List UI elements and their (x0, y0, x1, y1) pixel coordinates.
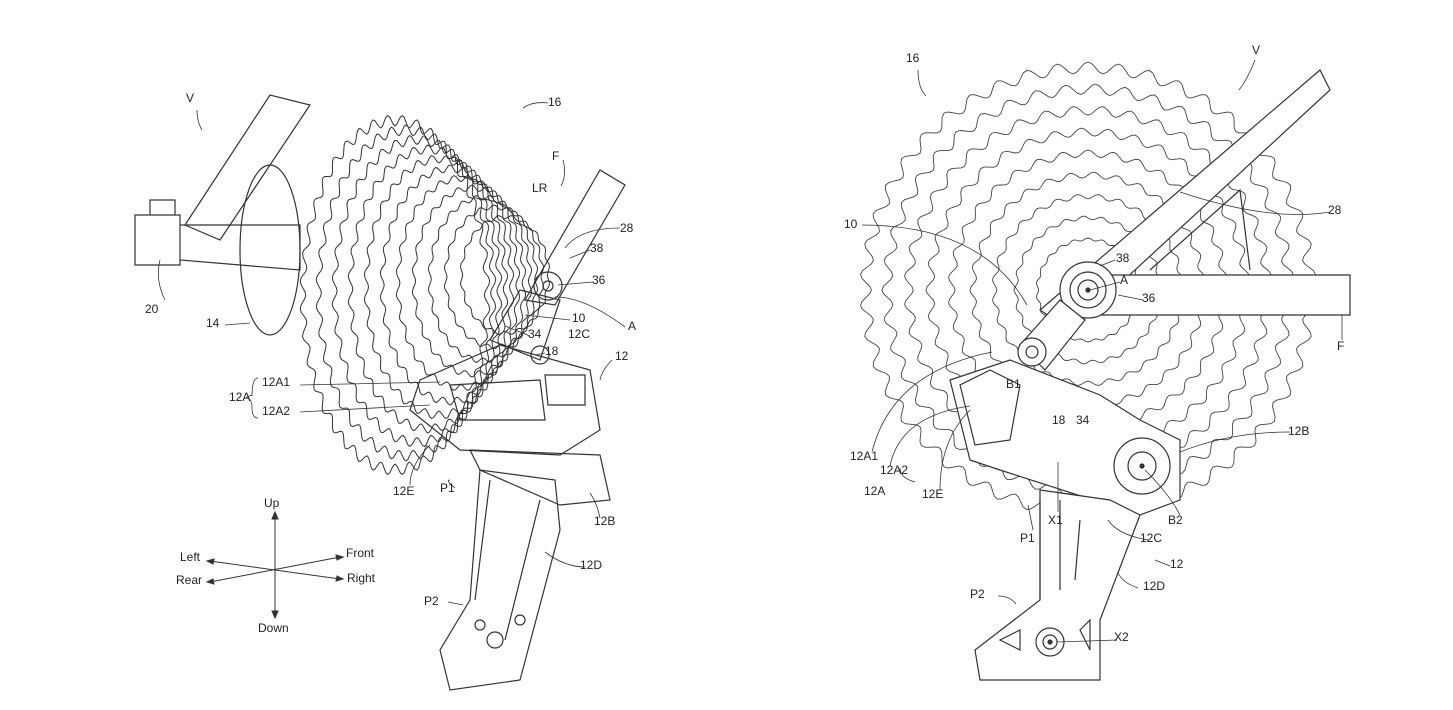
label-12: 12 (615, 349, 629, 363)
direction-rear: Rear (176, 573, 203, 587)
label-X1: X1 (1048, 513, 1063, 527)
left-derailleur-base (409, 344, 601, 456)
sprocket-outline (969, 171, 1206, 409)
label-14: 14 (206, 316, 220, 330)
label-18: 18 (545, 344, 559, 358)
label-P1: P1 (440, 481, 455, 495)
sprocket-outline (860, 61, 1316, 519)
label-20: 20 (145, 302, 159, 316)
label-A: A (628, 319, 637, 333)
label-A: A (1120, 273, 1129, 287)
direction-right: Right (347, 571, 376, 585)
label-12D: 12D (1143, 579, 1166, 593)
label-12E: 12E (922, 487, 944, 501)
label-12C: 12C (568, 327, 591, 341)
label-34: 34 (528, 327, 542, 341)
label-36: 36 (1142, 291, 1156, 305)
label-18: 18 (1052, 413, 1066, 427)
direction-indicator (205, 510, 345, 620)
label-28: 28 (1328, 203, 1342, 217)
label-P1: P1 (1020, 531, 1035, 545)
sprocket-outline (347, 144, 509, 434)
direction-left: Left (180, 550, 201, 564)
label-12C: 12C (1140, 531, 1163, 545)
sprocket-outline (395, 175, 527, 391)
label-12E: 12E (393, 484, 415, 498)
label-12A1: 12A1 (850, 449, 879, 463)
label-16: 16 (906, 51, 920, 65)
label-38: 38 (590, 241, 604, 255)
label-X2: X2 (1114, 630, 1129, 644)
label-F: F (1337, 339, 1345, 353)
sprocket-outline (331, 134, 503, 448)
left-seatstay (184, 94, 311, 241)
left-derailleur-link (469, 449, 611, 506)
label-12D: 12D (580, 558, 603, 572)
sprocket-outline (925, 127, 1250, 453)
sprocket-outline (1036, 237, 1140, 343)
sprocket-outline (443, 204, 545, 350)
left-chain-cage (439, 469, 561, 691)
sprocket-outline (363, 155, 515, 419)
left-hub-flange (239, 164, 301, 336)
left-axle-bolt (533, 271, 563, 301)
label-34: 34 (1076, 413, 1090, 427)
label-38: 38 (1116, 251, 1130, 265)
label-V: V (1252, 43, 1261, 57)
label-12A1: 12A1 (262, 375, 291, 389)
label-12A: 12A (229, 390, 251, 404)
label-B1: B1 (1006, 377, 1021, 391)
label-12: 12 (1170, 557, 1184, 571)
label-P2: P2 (970, 587, 985, 601)
label-LR: LR (532, 181, 548, 195)
label-12B: 12B (1288, 424, 1310, 438)
sprocket-outline (881, 83, 1294, 497)
label-B2: B2 (1168, 513, 1183, 527)
left-chainstay (524, 169, 626, 306)
sprocket-outline (411, 184, 533, 378)
direction-front: Front (346, 546, 375, 560)
label-12B: 12B (594, 514, 616, 528)
label-12A2: 12A2 (880, 463, 909, 477)
sprocket-outline (992, 194, 1184, 386)
label-12A: 12A (864, 484, 886, 498)
label-12A2: 12A2 (262, 404, 291, 418)
label-16: 16 (548, 95, 562, 109)
direction-down: Down (258, 621, 289, 635)
label-36: 36 (592, 273, 606, 287)
sprocket-outline (460, 215, 550, 335)
label-F: F (552, 149, 560, 163)
direction-up: Up (264, 496, 280, 510)
label-10: 10 (844, 217, 858, 231)
label-10: 10 (572, 311, 586, 325)
right-chainstay (1089, 274, 1351, 316)
label-28: 28 (620, 221, 634, 235)
left-bracket (489, 289, 561, 361)
label-P2: P2 (424, 594, 439, 608)
sprocket-outline (299, 114, 491, 476)
sprocket-outline (1013, 215, 1162, 365)
sprocket-outline (948, 149, 1228, 431)
left-axle (134, 199, 301, 271)
label-V: V (186, 91, 195, 105)
